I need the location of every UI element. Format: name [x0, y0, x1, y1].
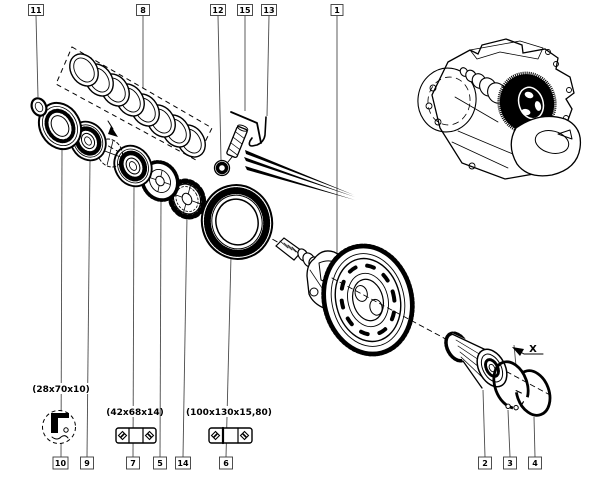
part-roll-pin-12	[226, 124, 249, 159]
oil-seal-section-symbol-icon	[42, 410, 76, 444]
callout-5: 5	[153, 456, 167, 470]
svg-text:13: 13	[263, 6, 274, 15]
callout-6: 6	[219, 456, 233, 470]
dimension-oil-seal: (28x70x10)	[32, 385, 89, 395]
callout-7: 7	[126, 456, 140, 470]
dimension-annotations: (28x70x10) (42x68x14) (100x130x15,80)	[31, 383, 272, 418]
orientation-arrow-icon	[107, 120, 118, 137]
assembly-axis-right	[331, 277, 553, 397]
leader-lines	[35, 15, 536, 458]
svg-text:1: 1	[334, 6, 340, 15]
part-o-ring-11	[30, 97, 48, 117]
svg-text:8: 8	[140, 6, 146, 15]
svg-text:14: 14	[177, 459, 189, 468]
leader-9	[86, 159, 91, 458]
svg-text:2: 2	[482, 459, 488, 468]
leader-12	[217, 15, 222, 161]
pointer-wedges	[244, 150, 355, 200]
callout-11: 11	[28, 4, 44, 16]
callout-8: 8	[136, 4, 150, 16]
callout-2: 2	[478, 456, 492, 470]
svg-text:15: 15	[239, 6, 251, 15]
view-marker-label: X	[529, 344, 537, 355]
callout-15: 15	[237, 4, 253, 16]
callout-4: 4	[528, 456, 542, 470]
taper-bearing-symbol-large-icon	[208, 426, 253, 445]
gearbox-bell-cover	[510, 115, 582, 177]
leader-5	[159, 198, 162, 458]
dimension-bearing-large: (100x130x15,80)	[186, 408, 272, 418]
part-knurled-ball-12	[213, 156, 233, 177]
svg-text:7: 7	[130, 459, 136, 468]
crown-gear	[321, 243, 415, 357]
part-ring-nut-6	[200, 184, 274, 260]
part-sun-gear-hub-2	[444, 331, 508, 389]
gearbox-overview	[417, 38, 582, 180]
gearbox-input-shaft	[459, 67, 507, 104]
leader-14	[182, 215, 188, 458]
svg-text:6: 6	[223, 459, 229, 468]
part-circlip-3	[492, 360, 530, 411]
leader-11	[35, 15, 39, 98]
leader-4	[533, 416, 536, 458]
leader-3	[507, 409, 511, 458]
shim-rings	[69, 53, 206, 158]
svg-text:3: 3	[507, 459, 513, 468]
leader-13	[266, 15, 270, 117]
callout-3: 3	[503, 456, 517, 470]
svg-text:11: 11	[30, 6, 42, 15]
view-direction-marker: X	[512, 344, 544, 356]
part-clip-13	[248, 116, 267, 147]
callout-10: 10	[52, 456, 69, 470]
part-oil-seal-10	[37, 101, 83, 151]
svg-text:12: 12	[212, 6, 223, 15]
callout-14: 14	[175, 456, 191, 470]
view-arrow-icon	[512, 347, 524, 356]
shim-pack-outline	[55, 46, 213, 161]
svg-text:4: 4	[532, 459, 538, 468]
callout-9: 9	[80, 456, 94, 470]
leader-2	[482, 389, 486, 458]
leader-6	[225, 255, 232, 458]
taper-bearing-symbol-small-icon	[115, 427, 157, 444]
callout-13: 13	[261, 4, 277, 16]
part-shim-pack-8	[55, 46, 213, 161]
part-differential-1	[275, 237, 415, 357]
callout-1: 1	[330, 4, 344, 16]
dimension-bearing-small: (42x68x14)	[106, 408, 163, 418]
leader-10	[60, 147, 63, 458]
svg-text:9: 9	[84, 459, 90, 468]
callout-12: 12	[210, 4, 226, 16]
part-snap-ring-4	[514, 369, 552, 417]
callout-labels: 11 8 12 15 13 1 10 9	[28, 4, 542, 470]
svg-text:10: 10	[55, 459, 67, 468]
svg-text:5: 5	[157, 459, 163, 468]
part-rod-15	[230, 111, 262, 144]
